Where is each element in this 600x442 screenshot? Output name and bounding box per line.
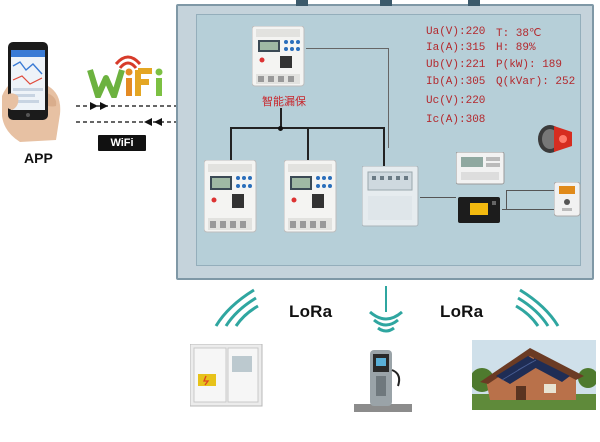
- app-label: APP: [24, 150, 53, 166]
- breaker-icon: [284, 160, 337, 233]
- smoke-detector-icon: [554, 182, 581, 217]
- cabinet-latch: [468, 0, 480, 6]
- lora-label: LoRa: [440, 302, 484, 321]
- alarm-siren-icon: [538, 125, 572, 153]
- bus-line: [383, 127, 385, 167]
- cabinet-latch: [380, 0, 392, 6]
- wireless-signal-icon: [214, 288, 259, 327]
- signal-line: [388, 48, 389, 148]
- reading-ib: Ib(A):305: [426, 76, 486, 88]
- reading-ub: Ub(V):221: [426, 59, 486, 71]
- solar-house-icon: [472, 340, 596, 410]
- reading-humidity: H: 89%: [496, 42, 536, 54]
- meter-icon: [456, 152, 505, 185]
- signal-line: [420, 197, 456, 198]
- signal-line: [502, 209, 554, 210]
- reading-reactive-power: Q(kVar): 252: [496, 76, 576, 88]
- smart-breaker-label: 智能漏保: [262, 95, 306, 108]
- lora-label: LoRa: [289, 302, 333, 321]
- bus-node: [278, 126, 283, 131]
- gateway-icon: [362, 166, 419, 227]
- bus-line: [230, 127, 232, 161]
- wifi-data-link: [76, 102, 178, 126]
- signal-line: [506, 190, 554, 191]
- smart-breaker-icon: [252, 26, 305, 87]
- meter-box-icon: [190, 344, 263, 407]
- wireless-signal-icon: [515, 288, 560, 327]
- reading-ic: Ic(A):308: [426, 114, 486, 126]
- signal-line: [306, 48, 388, 49]
- breaker-icon: [204, 160, 257, 233]
- wireless-signal-icon: [369, 286, 403, 333]
- signal-line: [506, 190, 507, 210]
- cabinet-latch: [296, 0, 308, 6]
- smartphone-icon: [2, 42, 61, 142]
- reading-uc: Uc(V):220: [426, 95, 486, 107]
- bus-line: [307, 127, 309, 161]
- wifi-badge: WiFi: [98, 135, 146, 151]
- wifi-logo-icon: [87, 55, 163, 98]
- reading-ua: Ua(V):220: [426, 26, 486, 38]
- sensor-module-icon: [458, 197, 500, 223]
- bus-line: [280, 108, 282, 128]
- charging-station-icon: [354, 350, 412, 412]
- reading-temperature: T: 38℃: [496, 28, 542, 40]
- reading-ia: Ia(A):315: [426, 42, 486, 54]
- reading-active-power: P(kW): 189: [496, 59, 563, 71]
